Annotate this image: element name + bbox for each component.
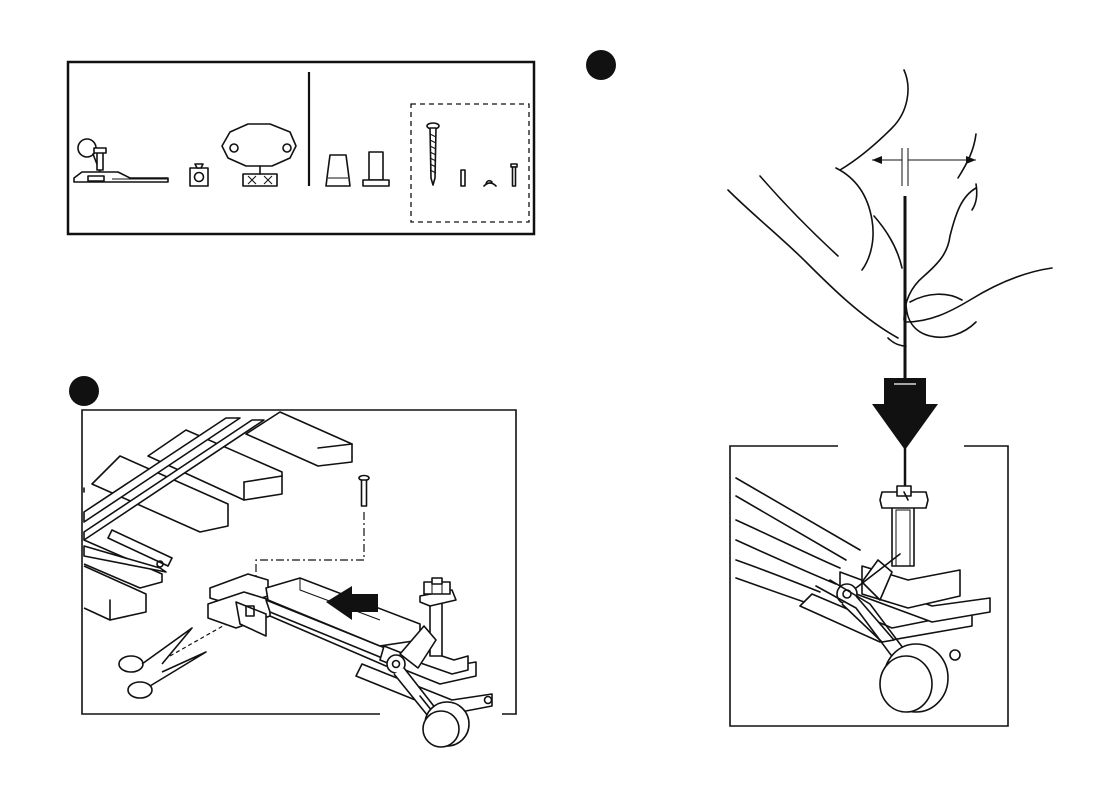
wire-gap-dimension: [872, 148, 976, 186]
hand-illustration: [728, 70, 1052, 346]
scissors-icon: [119, 614, 244, 698]
installation-panel: [82, 410, 516, 747]
parts-list-panel: [68, 62, 534, 234]
part-screw: [427, 123, 439, 185]
hardware-group: [411, 104, 529, 222]
part-mounting-plate: [222, 124, 296, 186]
bending-panel: [728, 70, 1052, 726]
part-pin: [461, 170, 465, 186]
part-lever-mechanism: [74, 139, 168, 182]
mounting-pin: [359, 476, 369, 507]
part-spring-clip: [484, 181, 496, 186]
parts-list-frame: [68, 62, 534, 234]
turnout-mechanism-closeup: [736, 478, 990, 712]
part-t-bracket: [363, 152, 389, 186]
part-small-block: [190, 164, 208, 186]
step-marker-b: [69, 376, 99, 406]
hardware-dashed-frame: [411, 104, 529, 222]
part-small-nail: [511, 164, 517, 186]
push-down-arrow: [872, 378, 938, 450]
part-cone-sleeve: [326, 155, 350, 186]
step-marker-a: [586, 50, 616, 80]
